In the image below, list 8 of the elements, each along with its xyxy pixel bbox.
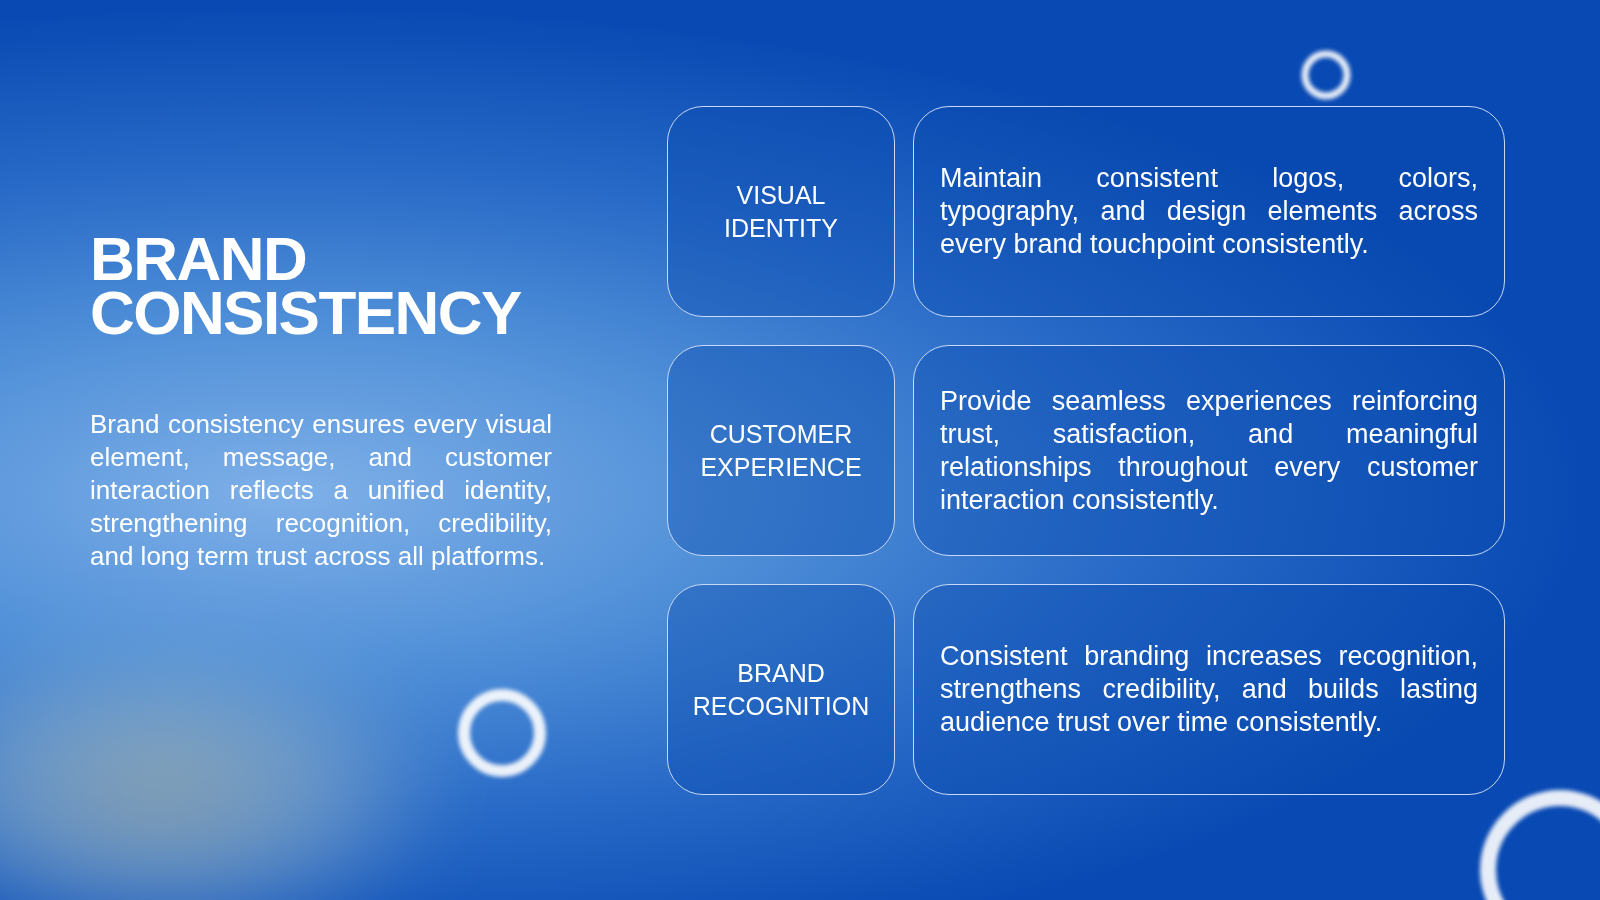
description-box: Provide seamless experiences reinforcing trust, satisfaction, and meaningful relationships throughout every customer interaction consistently. (913, 345, 1505, 556)
description-box: Maintain consistent logos, colors, typography, and design elements across every brand touchpoint consistently. (913, 106, 1505, 317)
category-box: VISUAL IDENTITY (667, 106, 895, 317)
category-box: CUSTOMER EXPERIENCE (667, 345, 895, 556)
title: BRAND CONSISTENCY (90, 232, 522, 340)
category-box: BRAND RECOGNITION (667, 584, 895, 795)
description-box: Consistent branding increases recognition, strengthens credibility, and builds lasting audience trust over time consistently. (913, 584, 1505, 795)
description-paragraph: Brand consistency ensures every visual element, message, and customer interaction reflects a unified identity, strengthening recognition, credibility, and long term trust across all platforms. (90, 408, 552, 573)
